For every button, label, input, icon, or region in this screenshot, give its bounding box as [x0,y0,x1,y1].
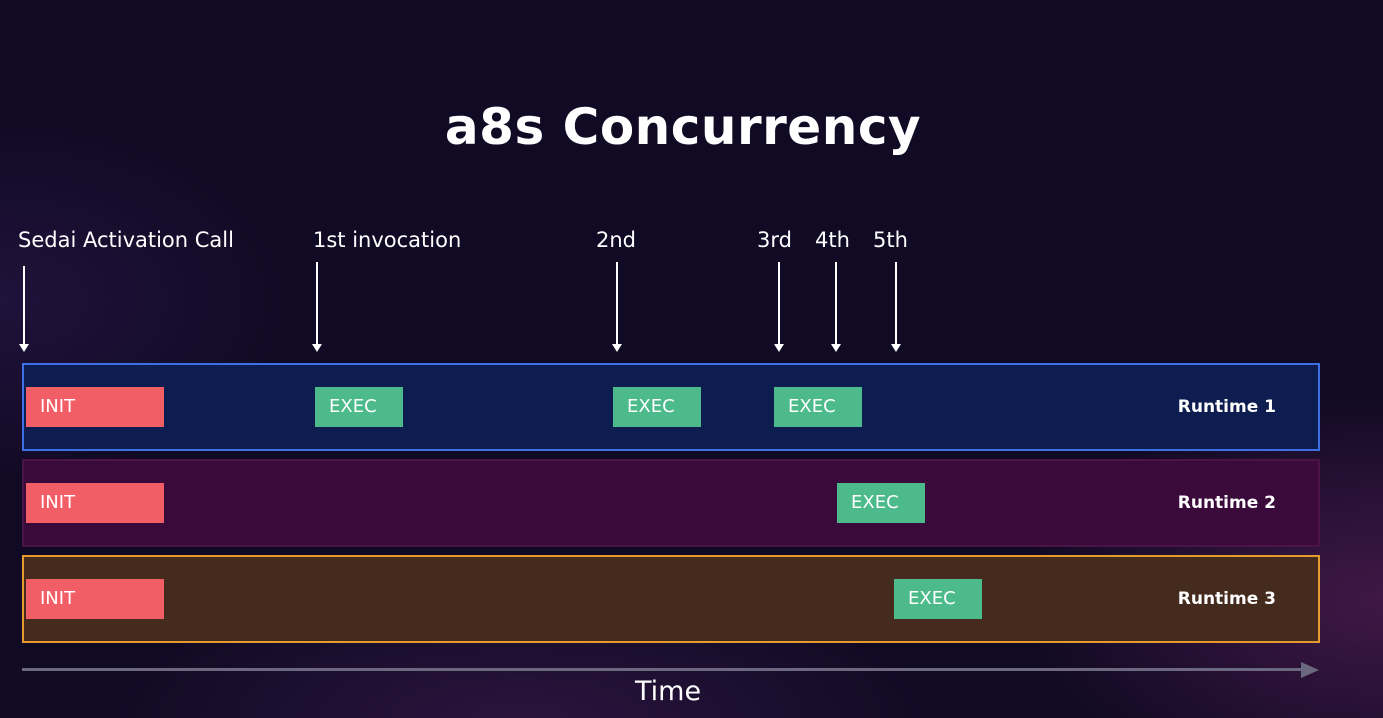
marker-arrow-1st [312,262,322,352]
time-axis-arrowhead [1301,662,1319,678]
time-axis-label: Time [635,676,702,707]
init-block: INIT [26,483,164,523]
init-block: INIT [26,579,164,619]
marker-label-4th: 4th [815,228,850,252]
runtime-label: Runtime 2 [1177,493,1276,513]
runtime-lane-2: INIT EXEC Runtime 2 [22,459,1320,547]
marker-label-2nd: 2nd [596,228,637,252]
marker-label-3rd: 3rd [757,228,792,252]
marker-label-5th: 5th [873,228,908,252]
runtime-lane-1: INIT EXEC EXEC EXEC Runtime 1 [22,363,1320,451]
marker-label-1st: 1st invocation [313,228,462,252]
runtime-lane-3: INIT EXEC Runtime 3 [22,555,1320,643]
marker-arrow-2nd [612,262,622,352]
exec-block: EXEC [837,483,925,523]
exec-block: EXEC [774,387,862,427]
exec-block: EXEC [894,579,982,619]
marker-arrow-4th [831,262,841,352]
diagram-title: a8s Concurrency [444,98,922,156]
marker-arrow-activation [19,266,29,352]
marker-arrow-5th [891,262,901,352]
marker-label-activation: Sedai Activation Call [18,228,234,252]
marker-arrow-3rd [774,262,784,352]
exec-block: EXEC [613,387,701,427]
runtime-label: Runtime 3 [1177,589,1276,609]
time-axis-line [22,668,1305,671]
init-block: INIT [26,387,164,427]
runtime-label: Runtime 1 [1177,397,1276,417]
exec-block: EXEC [315,387,403,427]
